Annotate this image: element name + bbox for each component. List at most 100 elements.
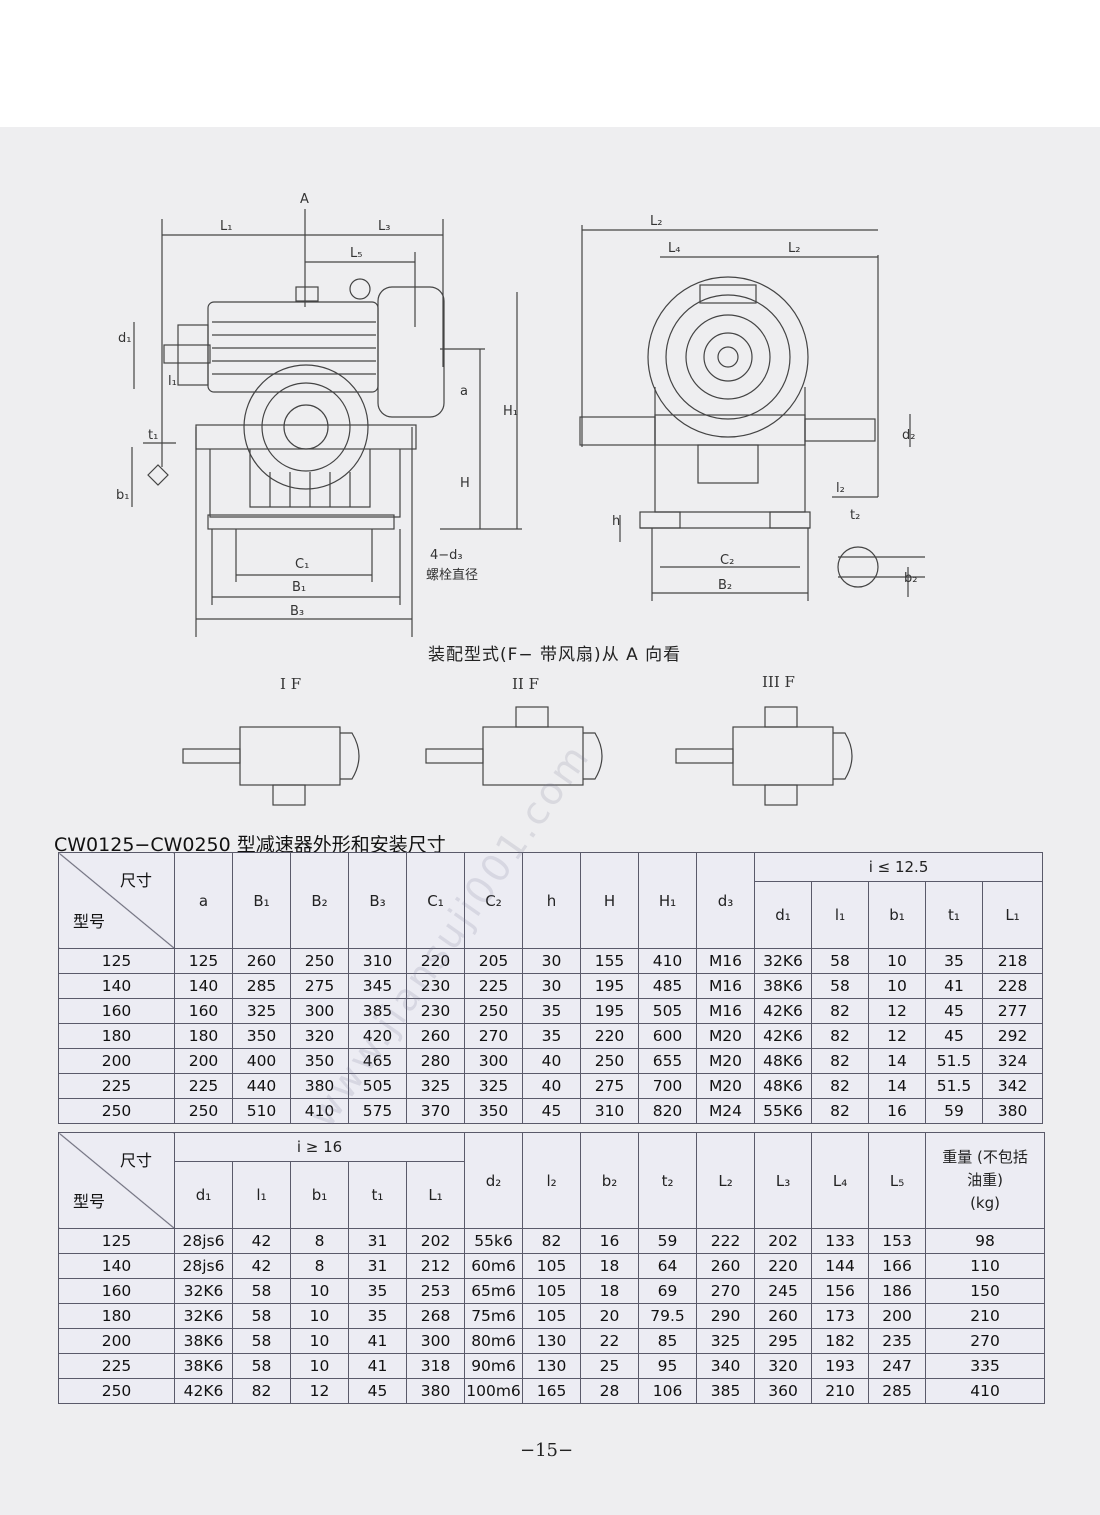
- table-cell: 32K6: [174, 1278, 233, 1304]
- t1-sub-header: L₁: [981, 881, 1044, 949]
- table-cell: 485: [638, 973, 697, 999]
- table-cell: 82: [811, 998, 869, 1024]
- table-cell: 28: [580, 1378, 640, 1404]
- table2-corner: 尺寸 型号: [58, 1132, 175, 1229]
- table-cell: 82: [232, 1378, 291, 1404]
- weight-header-line-3: (kg): [970, 1194, 1000, 1213]
- table-cell: 186: [868, 1278, 927, 1304]
- table-cell: 410: [638, 948, 697, 974]
- table-cell: M20: [696, 1048, 755, 1074]
- table-cell: 505: [348, 1073, 407, 1099]
- table-cell: 18: [580, 1278, 640, 1304]
- table-cell: 58: [811, 973, 869, 999]
- table-cell: 80m6: [464, 1328, 524, 1354]
- table-cell: 222: [696, 1228, 756, 1254]
- model-cell: 225: [58, 1353, 175, 1379]
- table-cell: 42K6: [174, 1378, 233, 1404]
- table-cell: 90m6: [464, 1353, 524, 1379]
- table-cell: 253: [405, 1278, 466, 1304]
- table-cell: 106: [638, 1378, 698, 1404]
- table-cell: 350: [290, 1048, 349, 1074]
- table-cell: 130: [522, 1328, 582, 1354]
- table-cell: 465: [348, 1048, 407, 1074]
- table-cell: 270: [925, 1328, 1046, 1354]
- table-cell: 10: [868, 973, 926, 999]
- table-cell: 225: [464, 973, 523, 999]
- table-cell: 820: [638, 1098, 697, 1124]
- table-cell: 45: [522, 1098, 581, 1124]
- table-cell: 160: [174, 998, 233, 1024]
- table-cell: 292: [981, 1023, 1044, 1049]
- t2-header: L₄: [811, 1132, 870, 1229]
- table-cell: 385: [348, 998, 407, 1024]
- table-cell: 28js6: [174, 1228, 233, 1254]
- table-cell: 260: [232, 948, 291, 974]
- table-cell: 59: [925, 1098, 983, 1124]
- corner-model-label: 型号: [73, 1192, 106, 1211]
- table-cell: 300: [405, 1328, 466, 1354]
- table-cell: 55K6: [754, 1098, 812, 1124]
- label-l2: l₂: [836, 481, 845, 496]
- table-cell: 130: [522, 1353, 582, 1379]
- label-L2-top: L₂: [650, 214, 662, 229]
- table-cell: 45: [348, 1378, 407, 1404]
- table-cell: 35: [522, 998, 581, 1024]
- table-cell: 20: [580, 1303, 640, 1329]
- table-cell: 16: [868, 1098, 926, 1124]
- table-cell: 275: [580, 1073, 639, 1099]
- table-cell: 260: [696, 1253, 756, 1279]
- table-cell: 300: [464, 1048, 523, 1074]
- table-cell: 12: [868, 998, 926, 1024]
- t1-header: B₁: [232, 852, 291, 949]
- table-cell: 505: [638, 998, 697, 1024]
- table-cell: 235: [868, 1328, 927, 1354]
- dimension-table-2: 尺寸 型号 i ≥ 16 d₂ l₂ b₂ t₂ L₂ L₃ L₄ L₅ 重量 …: [58, 1132, 1046, 1404]
- table-cell: 48K6: [754, 1073, 812, 1099]
- table-cell: 280: [406, 1048, 465, 1074]
- table-cell: 8: [290, 1228, 349, 1254]
- label-d1: d₁: [118, 331, 131, 346]
- table-cell: 58: [232, 1303, 291, 1329]
- table-cell: 31: [348, 1228, 407, 1254]
- table-cell: 10: [290, 1328, 349, 1354]
- table-cell: 320: [290, 1023, 349, 1049]
- table-cell: 173: [811, 1303, 870, 1329]
- table-cell: 133: [811, 1228, 870, 1254]
- table-cell: 45: [925, 1023, 983, 1049]
- table-cell: 42K6: [754, 998, 812, 1024]
- mount-type-2: II F: [512, 675, 540, 693]
- table-cell: 400: [232, 1048, 291, 1074]
- label-bolt-note: 螺栓直径: [426, 568, 478, 583]
- table-cell: 10: [290, 1303, 349, 1329]
- table-cell: 350: [232, 1023, 291, 1049]
- label-t1: t₁: [148, 428, 158, 443]
- table-cell: M24: [696, 1098, 755, 1124]
- table-cell: 82: [811, 1073, 869, 1099]
- table-cell: 35: [925, 948, 983, 974]
- table-cell: 25: [580, 1353, 640, 1379]
- table-cell: 700: [638, 1073, 697, 1099]
- t2-sub-header: b₁: [290, 1161, 349, 1229]
- table-cell: 290: [696, 1303, 756, 1329]
- model-cell: 200: [58, 1048, 175, 1074]
- table-cell: 202: [405, 1228, 466, 1254]
- label-b1: b₁: [116, 488, 129, 503]
- table-cell: 41: [348, 1353, 407, 1379]
- table-cell: 75m6: [464, 1303, 524, 1329]
- t1-header: C₂: [464, 852, 523, 949]
- assembly-caption: 装配型式(F− 带风扇)从 A 向看: [428, 645, 682, 665]
- table-cell: 335: [925, 1353, 1046, 1379]
- table-cell: 30: [522, 948, 581, 974]
- table-cell: 69: [638, 1278, 698, 1304]
- table-cell: 40: [522, 1048, 581, 1074]
- table-cell: 380: [405, 1378, 466, 1404]
- table-cell: 260: [754, 1303, 813, 1329]
- table-cell: 285: [868, 1378, 927, 1404]
